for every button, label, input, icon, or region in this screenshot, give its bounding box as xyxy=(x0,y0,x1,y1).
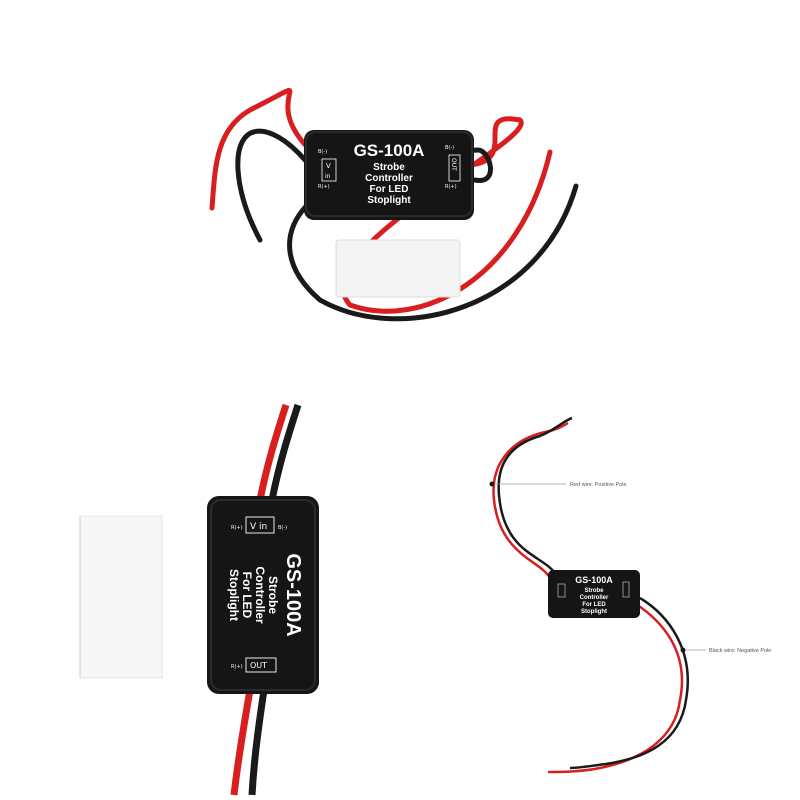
black-wire-top xyxy=(268,403,302,501)
description-line-4: Stoplight xyxy=(367,195,411,206)
black-wire-callout-dot xyxy=(680,647,686,653)
pin-neg-out: B(-) xyxy=(445,145,454,151)
pin-pos-out: R(+) xyxy=(445,184,457,190)
pin-neg-in: B(-) xyxy=(318,149,327,155)
panel-bottom-right: Red wire: Positive Pole Black wire: Nega… xyxy=(489,416,771,774)
adhesive-pad xyxy=(335,239,461,298)
pin-neg-in-closeup: B(-) xyxy=(278,525,287,531)
description-line-2-closeup: Controller xyxy=(253,566,267,624)
adhesive-pad-large xyxy=(79,515,163,679)
panel-top: GS-100A Strobe Controller For LED Stopli… xyxy=(209,87,579,322)
black-wire-bottom xyxy=(248,689,268,796)
black-wire-diagram-top xyxy=(497,416,573,576)
description-line-3-diagram: For LED xyxy=(582,602,606,608)
red-wire-bottom xyxy=(230,689,254,796)
red-wire-diagram-bottom xyxy=(547,602,684,774)
pin-pos-out-closeup: R(+) xyxy=(231,664,243,670)
description-line-3-closeup: For LED xyxy=(240,572,254,619)
pin-pos-in: R(+) xyxy=(318,184,330,190)
description-line-2-diagram: Controller xyxy=(580,595,609,601)
black-wire-left xyxy=(235,128,308,243)
input-v: V xyxy=(326,162,331,170)
red-wire-callout: Red wire: Positive Pole xyxy=(570,482,627,488)
output-label: OUT xyxy=(450,158,457,171)
description-line-3: For LED xyxy=(370,184,409,195)
red-wire-callout-dot xyxy=(489,481,495,487)
input-label-closeup: V in xyxy=(250,522,267,532)
controller-box-diagram xyxy=(548,570,640,618)
black-wire-diagram-bottom xyxy=(569,596,689,770)
output-label-closeup: OUT xyxy=(250,661,267,670)
pin-pos-in-closeup: R(+) xyxy=(231,525,243,531)
description-line-4-diagram: Stoplight xyxy=(581,609,607,615)
description-line-1: Strobe xyxy=(373,162,405,173)
black-wire-right xyxy=(287,147,579,322)
black-wire-callout: Black wire: Negative Pole xyxy=(709,648,771,654)
panel-bottom-left: GS-100A Strobe Controller For LED Stopli… xyxy=(79,403,319,796)
input-in: in xyxy=(325,173,331,180)
red-wire-right xyxy=(340,116,553,314)
description-line-1-closeup: Strobe xyxy=(266,576,280,614)
controller-box xyxy=(304,130,474,220)
description-line-4-closeup: Stoplight xyxy=(227,569,241,621)
model-label: GS-100A xyxy=(354,141,425,160)
red-wire-top xyxy=(256,403,290,501)
controller-box-closeup xyxy=(207,496,319,694)
description-line-2: Controller xyxy=(365,173,413,184)
model-label-diagram: GS-100A xyxy=(575,575,613,585)
red-wire-left xyxy=(209,87,313,211)
description-line-1-diagram: Strobe xyxy=(584,588,604,594)
model-label-closeup: GS-100A xyxy=(282,553,304,636)
